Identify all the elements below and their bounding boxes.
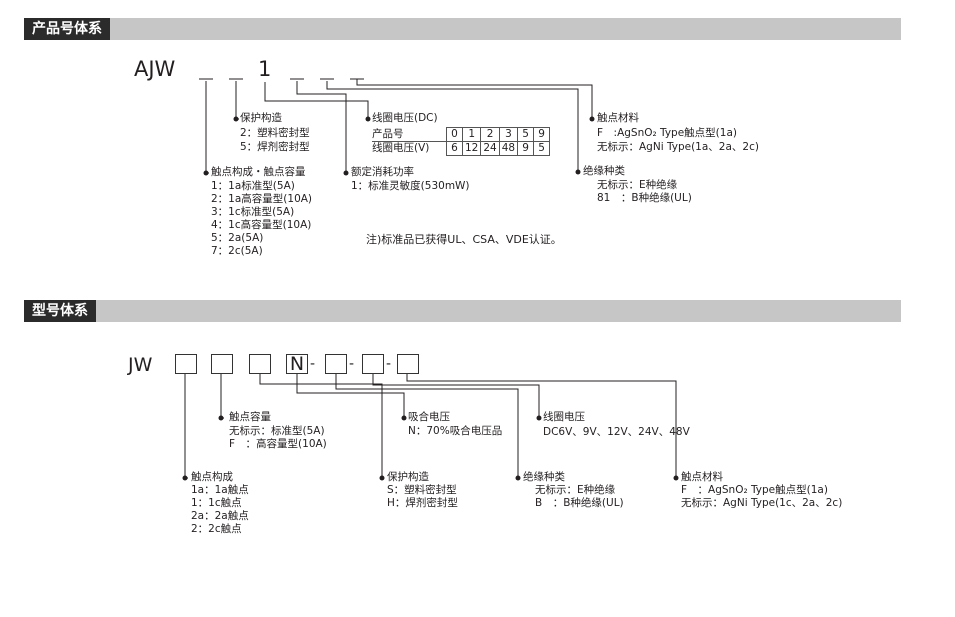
material-item: F :AgSnO₂ Type触点型(1a)	[597, 127, 737, 139]
structure-item: 2：塑料密封型	[240, 127, 310, 139]
coil-title: 线圈电压	[543, 411, 585, 423]
prefix-jw: JW	[128, 354, 153, 376]
code-box	[325, 354, 347, 374]
section-header-bar: 型号体系	[24, 300, 901, 322]
table-row-label: 产品号	[372, 127, 447, 142]
separator-dash: -	[349, 356, 355, 372]
code-box	[249, 354, 271, 374]
separator-dash: -	[310, 356, 316, 372]
contact-item: 2a：2a触点	[191, 510, 249, 522]
contact-item: 5：2a(5A)	[211, 232, 264, 244]
pickup-item: N：70%吸合电压品	[408, 425, 503, 437]
table-row: 线圈电压(V) 6 12 24 48 9 5	[372, 141, 551, 156]
code-box	[211, 354, 233, 374]
contact-item: 1：1a标准型(5A)	[211, 180, 295, 192]
capacity-item: F ：高容量型(10A)	[229, 438, 327, 450]
code-box	[397, 354, 419, 374]
certification-note: 注)标准品已获得UL、CSA、VDE认证。	[366, 233, 562, 246]
material-title: 触点材料	[681, 471, 723, 483]
contact-item: 7：2c(5A)	[211, 245, 263, 257]
table-cell: 5	[533, 141, 551, 156]
coil-digit: 1	[258, 57, 272, 81]
pickup-title: 吸合电压	[408, 411, 450, 423]
prefix-ajw: AJW	[134, 57, 176, 81]
contact-title: 触点构成	[191, 471, 233, 483]
contact-title: 触点构成・触点容量	[211, 166, 306, 178]
code-box	[362, 354, 384, 374]
separator-dash: -	[386, 356, 392, 372]
material-item: F ：AgSnO₂ Type触点型(1a)	[681, 484, 828, 496]
code-box-n: N	[286, 354, 308, 374]
section-title: 产品号体系	[24, 18, 110, 40]
insulation-item: 无标示：E种绝缘	[597, 179, 678, 191]
contact-item: 2：1a高容量型(10A)	[211, 193, 313, 205]
table-row-label: 线圈电压(V)	[372, 141, 447, 156]
coil-item: DC6V、9V、12V、24V、48V	[543, 426, 690, 438]
insulation-item: 81 ：B种绝缘(UL)	[597, 192, 692, 204]
code-box	[175, 354, 197, 374]
structure-title: 保护构造	[240, 112, 282, 124]
material-item: 无标示：AgNi Type(1c、2a、2c)	[681, 497, 843, 509]
table-cell: 6	[446, 141, 463, 156]
contact-item: 2：2c触点	[191, 523, 242, 535]
structure-item: S：塑料密封型	[387, 484, 457, 496]
structure-item: H：焊剂密封型	[387, 497, 458, 509]
insulation-item: B ：B种绝缘(UL)	[535, 497, 624, 509]
section-header-bar: 产品号体系	[24, 18, 901, 40]
table-cell: 12	[461, 141, 482, 156]
power-title: 额定消耗功率	[351, 166, 414, 178]
coil-voltage-table: 产品号 0 1 2 3 5 9 线圈电压(V) 6 12 24 48 9 5	[372, 127, 551, 156]
section-title: 型号体系	[24, 300, 96, 322]
contact-item: 3：1c标准型(5A)	[211, 206, 295, 218]
insulation-title: 绝缘种类	[523, 471, 565, 483]
capacity-item: 无标示：标准型(5A)	[229, 425, 325, 437]
contact-item: 1：1c触点	[191, 497, 242, 509]
coil-voltage-title: 线圈电压(DC)	[372, 112, 438, 124]
insulation-item: 无标示：E种绝缘	[535, 484, 616, 496]
structure-item: 5：焊剂密封型	[240, 141, 310, 153]
power-item: 1：标准灵敏度(530mW)	[351, 180, 470, 192]
contact-item: 1a：1a触点	[191, 484, 249, 496]
table-cell: 48	[498, 141, 519, 156]
contact-item: 4：1c高容量型(10A)	[211, 219, 312, 231]
capacity-title: 触点容量	[229, 411, 271, 423]
structure-title: 保护构造	[387, 471, 429, 483]
material-item: 无标示：AgNi Type(1a、2a、2c)	[597, 141, 759, 153]
table-row: 产品号 0 1 2 3 5 9	[372, 127, 551, 142]
insulation-title: 绝缘种类	[583, 165, 625, 177]
material-title: 触点材料	[597, 112, 639, 124]
